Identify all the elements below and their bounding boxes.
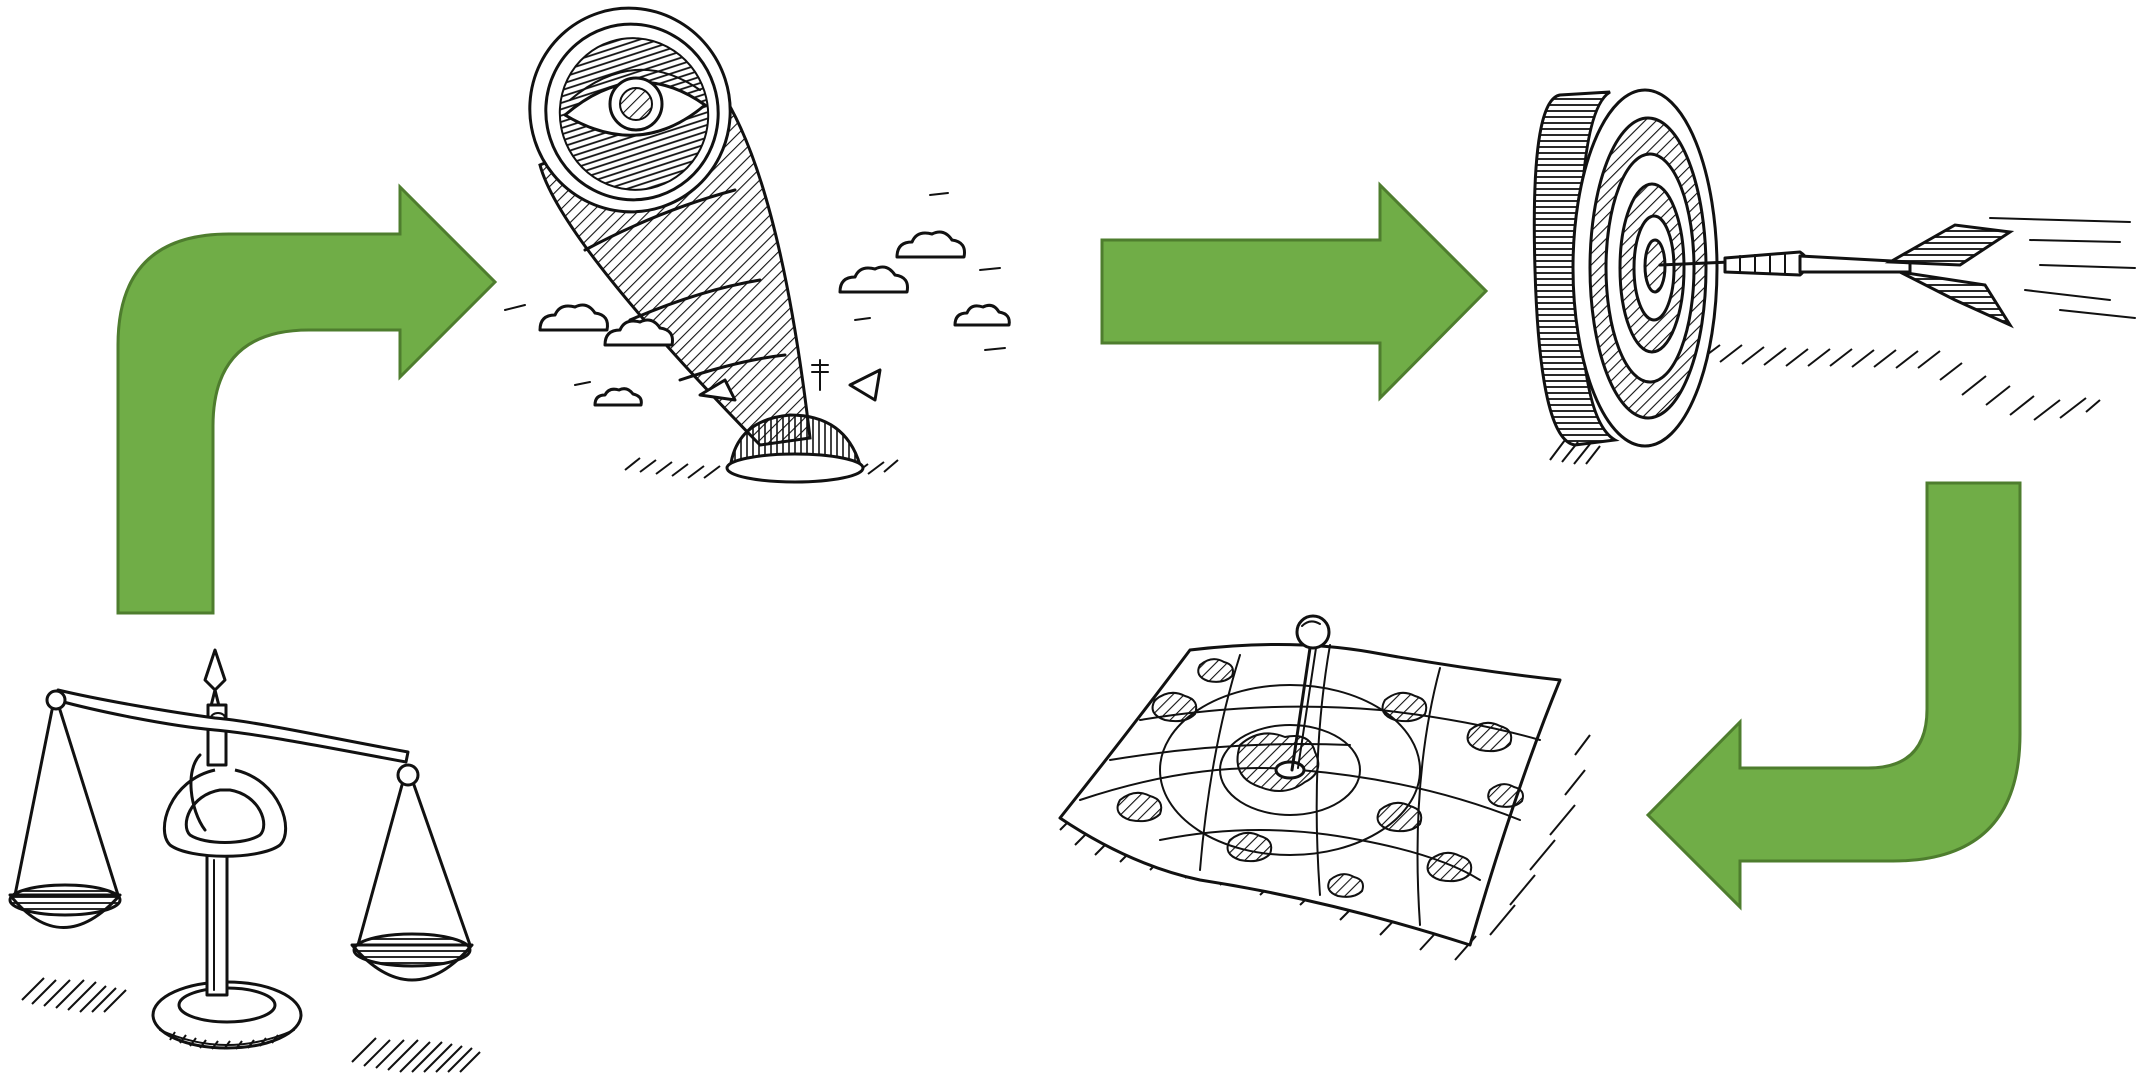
arrow-target-to-map (1648, 483, 2020, 907)
arrow-telescope-to-target (1102, 185, 1486, 398)
dartboard-icon (1534, 90, 2135, 464)
map-pin-icon (1060, 616, 1590, 960)
arrow-scale-to-telescope (118, 187, 495, 613)
balance-scale-icon (10, 650, 480, 1072)
flow-arrows (118, 185, 2020, 907)
telescope-eye-icon (503, 0, 1009, 482)
